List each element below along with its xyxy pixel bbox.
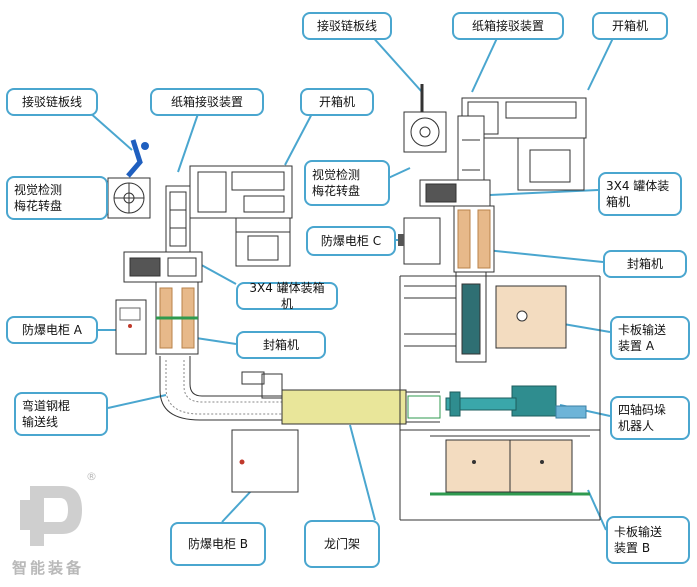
right-production-line <box>399 84 601 521</box>
label-left-carton-transfer: 纸箱接驳装置 <box>150 88 264 116</box>
label-right-chain: 接驳链板线 <box>302 12 392 40</box>
brand-name: 智能装备 <box>12 559 85 577</box>
label-right-opener: 开箱机 <box>592 12 668 40</box>
label-right-vision: 视觉检测 梅花转盘 <box>304 160 390 206</box>
leader-lines <box>79 33 615 531</box>
cabinet-a <box>115 299 147 355</box>
label-robot: 四轴码垛 机器人 <box>610 396 690 440</box>
label-left-sealer: 封箱机 <box>236 331 326 359</box>
registered-mark: ® <box>86 470 97 483</box>
label-curve-conveyor: 弯道钢棍 输送线 <box>14 392 108 436</box>
label-pallet-a: 卡板输送 装置 A <box>610 316 690 360</box>
gantry <box>241 371 441 425</box>
label-cabinet-c: 防爆电柜 C <box>306 226 396 256</box>
pallet-conveyor-a <box>404 285 567 349</box>
label-right-packer: 3X4 罐体装 箱机 <box>598 172 682 216</box>
label-gantry: 龙门架 <box>304 520 380 568</box>
label-left-chain: 接驳链板线 <box>6 88 98 116</box>
label-pallet-b: 卡板输送 装置 B <box>606 516 690 564</box>
label-cabinet-b: 防爆电柜 B <box>170 522 266 566</box>
palletizing-robot <box>445 385 587 419</box>
label-right-carton-transfer: 纸箱接驳装置 <box>452 12 564 40</box>
left-production-line <box>107 139 293 355</box>
label-left-opener: 开箱机 <box>300 88 374 116</box>
label-left-packer: 3X4 罐体装箱机 <box>236 281 338 311</box>
brand-logo-icon <box>20 486 82 546</box>
curve-roller-conveyor <box>159 356 282 421</box>
label-right-sealer: 封箱机 <box>603 250 687 278</box>
cabinet-b <box>231 429 299 493</box>
label-cabinet-a: 防爆电柜 A <box>6 316 98 344</box>
label-left-vision: 视觉检测 梅花转盘 <box>6 176 108 220</box>
pallet-conveyor-b <box>430 435 590 496</box>
cabinet-c <box>398 217 441 265</box>
